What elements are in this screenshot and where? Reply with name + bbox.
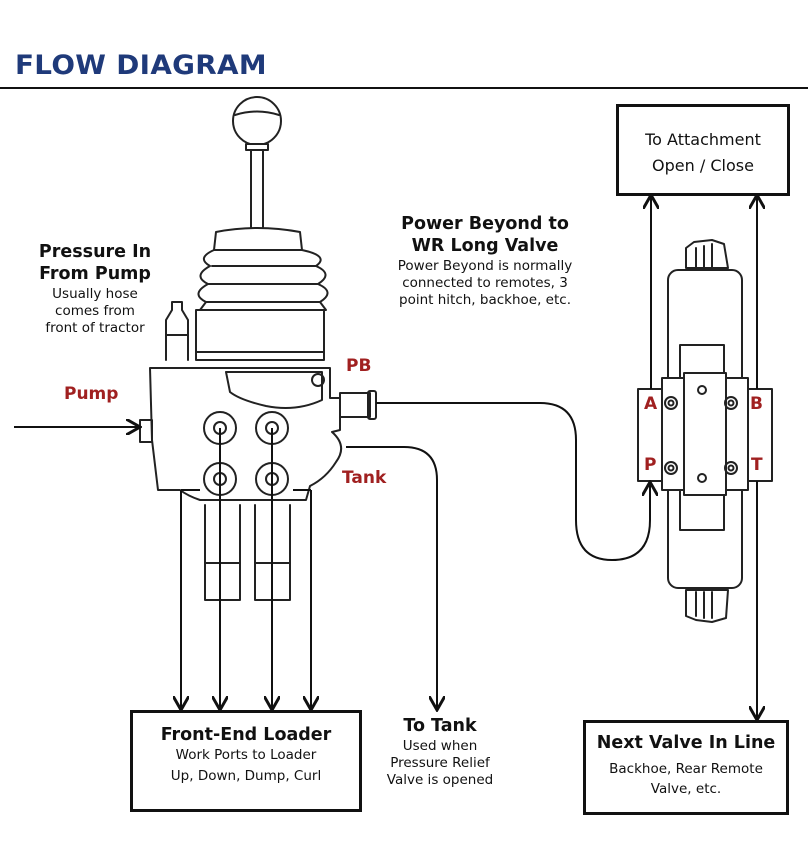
- attachment-line-1: To Attachment: [645, 130, 761, 149]
- next-valve-heading: Next Valve In Line: [596, 733, 776, 753]
- next-valve-box: Next Valve In Line Backhoe, Rear Remote …: [583, 720, 789, 815]
- pressure-in-body-3: front of tractor: [45, 319, 145, 336]
- port-label-t: T: [751, 455, 763, 475]
- front-end-loader-box: Front-End Loader Work Ports to Loader Up…: [130, 710, 362, 812]
- front-end-loader-body-2: Up, Down, Dump, Curl: [170, 768, 322, 784]
- next-valve-body-2: Valve, etc.: [650, 781, 722, 797]
- front-end-loader-body-1: Work Ports to Loader: [175, 747, 317, 763]
- pressure-in-heading-1: Pressure In: [38, 242, 152, 262]
- page-title: FLOW DIAGRAM: [15, 50, 267, 81]
- power-beyond-label: Power Beyond to WR Long Valve Power Beyo…: [370, 214, 600, 308]
- power-beyond-body-2: connected to remotes, 3: [402, 274, 568, 291]
- joystick-illustration: [165, 96, 329, 361]
- port-label-b: B: [750, 394, 763, 414]
- to-tank-label: To Tank Used when Pressure Relief Valve …: [366, 716, 514, 789]
- port-label-tank: Tank: [342, 468, 387, 488]
- title-divider: [0, 87, 808, 89]
- port-label-pump: Pump: [64, 384, 119, 404]
- to-tank-body-3: Valve is opened: [386, 771, 494, 788]
- attachment-box: To Attachment Open / Close: [616, 104, 790, 196]
- to-tank-body-2: Pressure Relief: [390, 754, 490, 771]
- port-label-a: A: [644, 394, 658, 414]
- attachment-line-2: Open / Close: [652, 156, 754, 175]
- port-label-pb: PB: [346, 356, 372, 376]
- pressure-in-heading-2: From Pump: [39, 263, 151, 284]
- power-beyond-heading-2: WR Long Valve: [411, 235, 559, 256]
- power-beyond-line: [376, 402, 650, 562]
- loader-valve-body: [139, 367, 377, 601]
- wr-long-valve: [637, 239, 773, 623]
- pressure-in-body-2: comes from: [55, 302, 135, 319]
- to-tank-heading: To Tank: [403, 716, 477, 736]
- tank-return-line: [346, 446, 437, 708]
- to-tank-body-1: Used when: [402, 737, 478, 754]
- front-end-loader-heading: Front-End Loader: [160, 725, 332, 745]
- port-label-p: P: [644, 455, 657, 475]
- next-valve-body-1: Backhoe, Rear Remote: [609, 761, 763, 777]
- power-beyond-body-3: point hitch, backhoe, etc.: [399, 291, 571, 308]
- pressure-in-label: Pressure In From Pump Usually hose comes…: [20, 242, 170, 336]
- power-beyond-heading-1: Power Beyond to: [401, 214, 569, 234]
- power-beyond-body-1: Power Beyond is normally: [397, 257, 573, 274]
- pressure-in-body-1: Usually hose: [52, 285, 138, 302]
